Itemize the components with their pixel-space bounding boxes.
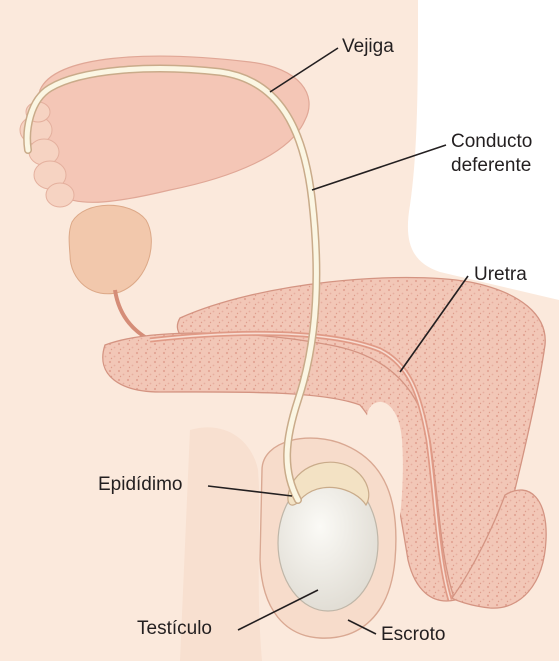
label-testicle: Testículo <box>137 618 212 639</box>
label-scrotum: Escroto <box>381 624 445 645</box>
label-epididymis: Epidídimo <box>98 474 183 495</box>
label-urethra: Uretra <box>474 264 527 285</box>
label-vas-deferens-2: deferente <box>451 155 531 176</box>
label-bladder: Vejiga <box>342 36 394 57</box>
label-vas-deferens-1: Conducto <box>451 131 532 152</box>
